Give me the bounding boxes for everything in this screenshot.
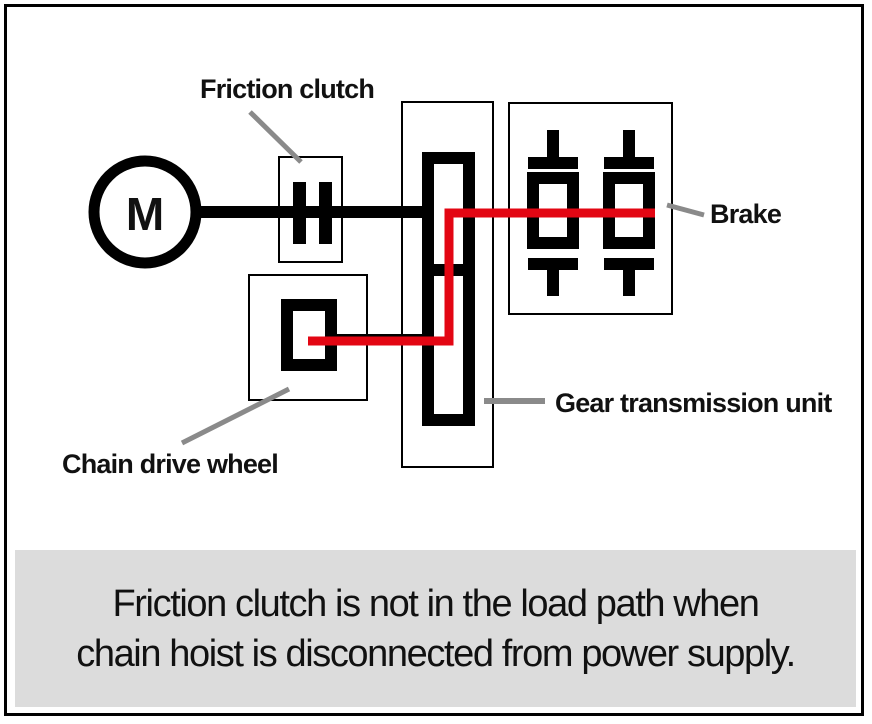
label-friction-clutch: Friction clutch [200, 74, 374, 104]
friction-clutch-leader [248, 110, 303, 164]
chain-drive-wheel [281, 299, 337, 371]
caption-box: Friction clutch is not in the load path … [15, 550, 856, 707]
friction-clutch-housing [278, 156, 343, 263]
clutch-plate-left [293, 182, 306, 244]
clutch-plate-right [319, 182, 332, 244]
brake-leader [666, 202, 705, 218]
motor: M [88, 155, 202, 269]
caption-line-2: chain hoist is disconnected from power s… [76, 632, 796, 675]
chain-drive-wheel-leader [180, 386, 291, 446]
motor-symbol: M [126, 188, 164, 240]
caption-line-1: Friction clutch is not in the load path … [112, 582, 759, 625]
label-gear-transmission-unit: Gear transmission unit [555, 388, 832, 418]
drive-shaft [200, 206, 430, 218]
motor-circle [88, 155, 202, 269]
label-chain-drive-wheel: Chain drive wheel [62, 449, 278, 479]
label-brake: Brake [710, 199, 782, 229]
gear-transmission-housing [401, 101, 494, 468]
load-path-line [308, 208, 655, 346]
